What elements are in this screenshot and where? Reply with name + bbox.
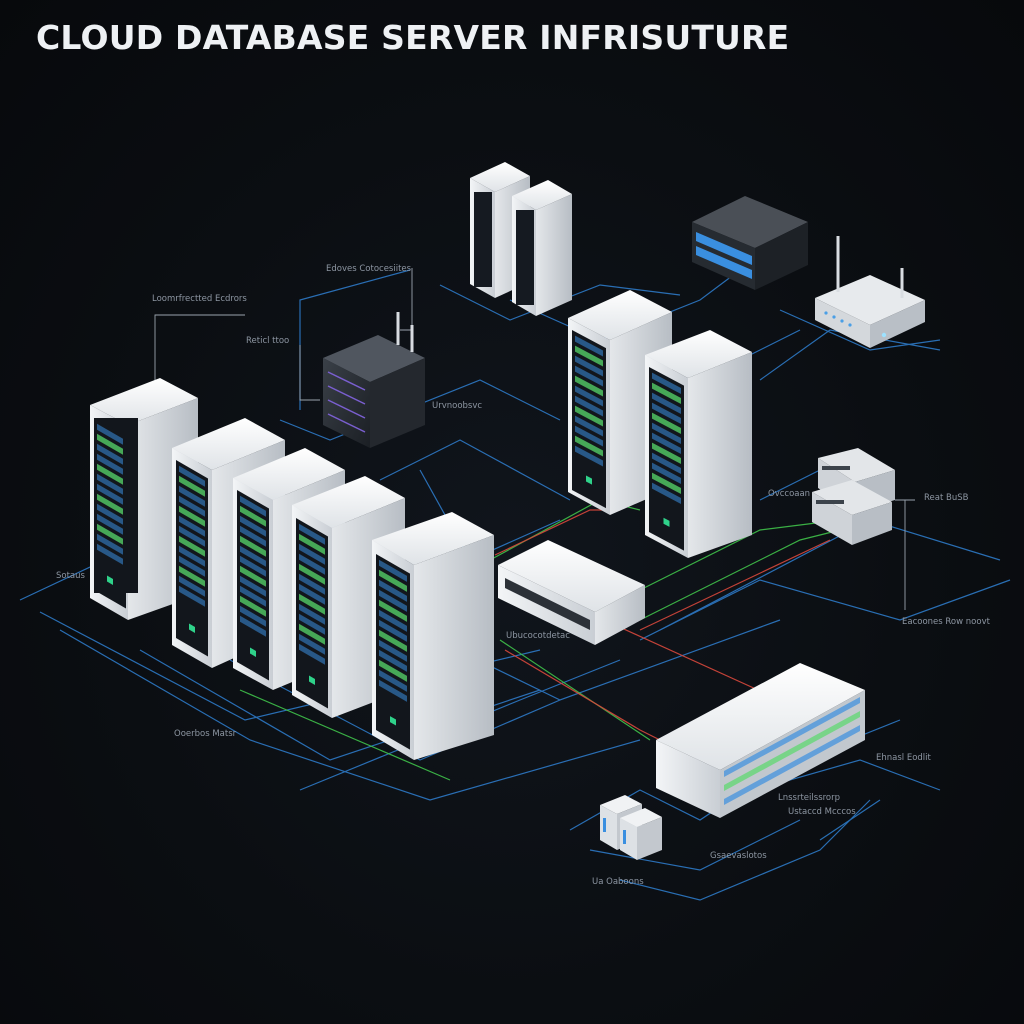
label-storage-below: Lnssrteilssrorp — [778, 793, 840, 803]
storage-array — [656, 663, 865, 818]
core-switch — [498, 540, 645, 645]
label-storage-right: Ehnasl Eodlit — [876, 753, 932, 763]
rack-front-panel — [94, 417, 126, 609]
label-right-bottom: Eacoones Row noovt — [902, 617, 991, 627]
label-top-center: Edoves Cotocesiites — [326, 264, 412, 274]
rack-front-panel — [296, 518, 328, 709]
network-switch-dark — [692, 196, 808, 290]
rack-server-row — [90, 378, 494, 760]
label-small-units: Gsaevaslotos — [710, 851, 767, 861]
storage-drive-row — [724, 697, 860, 777]
label-bottom-left: Ooerbos Matsr — [174, 729, 237, 739]
storage-drive-row — [724, 725, 860, 805]
stacked-switches — [812, 448, 895, 545]
label-bottom: Ua Oaboons — [592, 877, 644, 887]
label-right-top: Reat BuSB — [924, 493, 969, 503]
label-switch-under-left: Urvnoobsvc — [432, 401, 482, 411]
label-router-left: Reticl ttoo — [246, 336, 289, 346]
label-storage-below-2: Ustaccd Mcccos — [788, 807, 856, 817]
tower-server — [512, 180, 572, 316]
label-top-left: Loomrfrectted Ecdrors — [152, 294, 247, 304]
small-tower-pair — [470, 162, 572, 316]
network-router — [323, 312, 425, 448]
storage-drive-row — [724, 711, 860, 791]
diagram-labels: Edoves Cotocesiites Loomrfrectted Ecdror… — [56, 264, 991, 887]
page-title: CLOUD DATABASE SERVER INFRISUTURE — [36, 18, 790, 57]
label-left-edge: Sotaus — [56, 571, 86, 581]
label-switch-under: Ubucocotdetac — [506, 631, 570, 641]
rack-front-panel — [376, 554, 410, 750]
wifi-router — [815, 236, 925, 348]
rack-front-panel — [237, 489, 269, 681]
rack-front-panel — [176, 459, 208, 657]
tall-server-pair — [568, 290, 752, 558]
rack-front-panel — [572, 330, 606, 509]
rack-front-panel — [649, 367, 684, 551]
label-center-right: Ovccoaan — [768, 489, 810, 499]
small-storage-units — [600, 795, 662, 860]
